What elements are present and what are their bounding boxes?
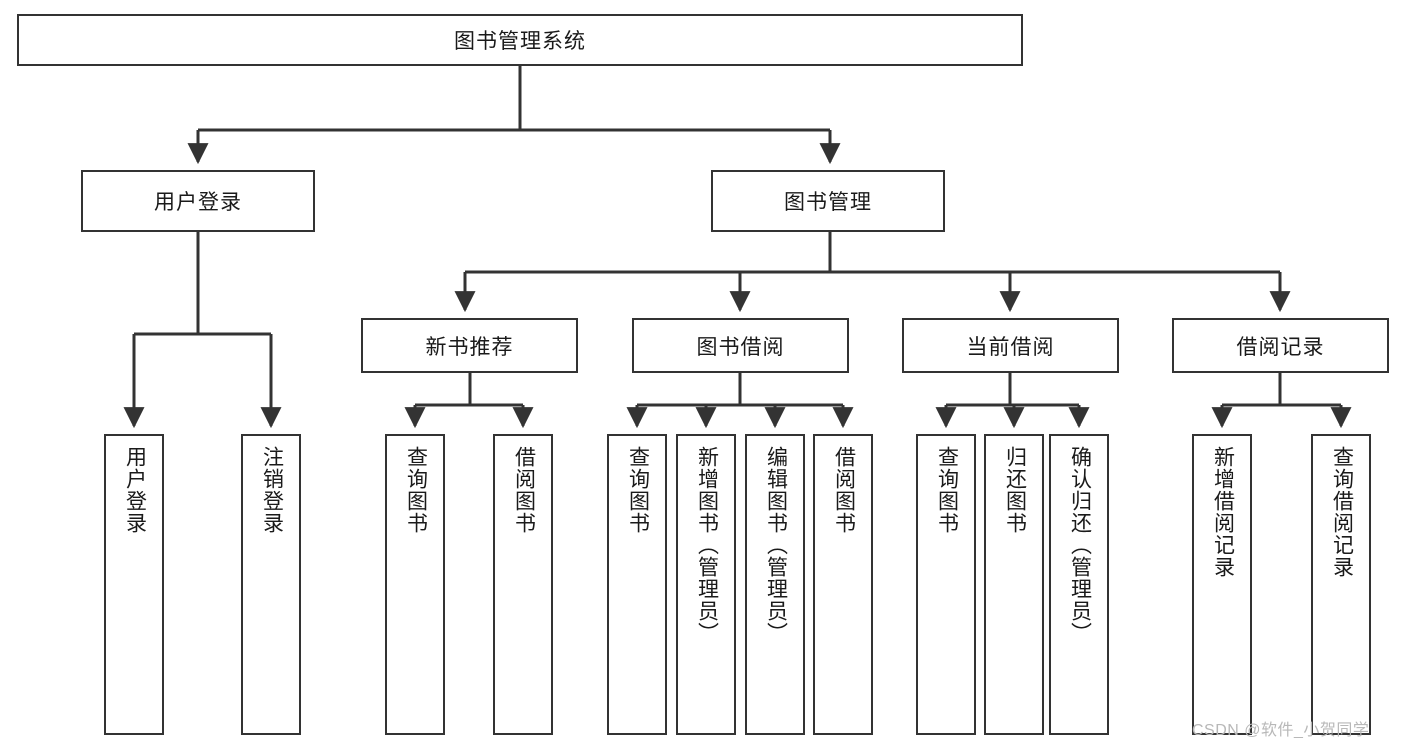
node-book-borrow[interactable]: 图书借阅 xyxy=(632,318,849,373)
node-leaf-query-book-3-label: 查询图书 xyxy=(935,446,959,534)
node-leaf-add-book-admin[interactable]: 新增图书（管理员） xyxy=(676,434,736,735)
node-new-book-recommend-label: 新书推荐 xyxy=(425,335,514,359)
node-root-label: 图书管理系统 xyxy=(454,30,586,53)
node-borrow-record-label: 借阅记录 xyxy=(1236,335,1325,359)
node-leaf-user-login[interactable]: 用户登录 xyxy=(104,434,164,735)
node-leaf-return-book[interactable]: 归还图书 xyxy=(984,434,1044,735)
node-new-book-recommend[interactable]: 新书推荐 xyxy=(361,318,578,373)
node-leaf-query-book-2[interactable]: 查询图书 xyxy=(607,434,667,735)
node-leaf-confirm-return-admin-label: 确认归还（管理员） xyxy=(1068,446,1092,644)
node-current-borrow[interactable]: 当前借阅 xyxy=(902,318,1119,373)
node-book-manage-label: 图书管理 xyxy=(784,191,872,214)
node-leaf-query-borrow-record-label: 查询借阅记录 xyxy=(1330,446,1354,578)
node-borrow-record[interactable]: 借阅记录 xyxy=(1172,318,1389,373)
node-current-borrow-label: 当前借阅 xyxy=(966,335,1055,359)
node-leaf-borrow-book-1[interactable]: 借阅图书 xyxy=(493,434,553,735)
node-user-login-label: 用户登录 xyxy=(154,191,242,214)
node-user-login[interactable]: 用户登录 xyxy=(81,170,315,232)
node-leaf-borrow-book-2-label: 借阅图书 xyxy=(832,446,856,534)
node-leaf-edit-book-admin[interactable]: 编辑图书（管理员） xyxy=(745,434,805,735)
node-leaf-confirm-return-admin[interactable]: 确认归还（管理员） xyxy=(1049,434,1109,735)
node-leaf-add-book-admin-label: 新增图书（管理员） xyxy=(695,446,719,644)
node-leaf-query-book-3[interactable]: 查询图书 xyxy=(916,434,976,735)
node-leaf-borrow-book-2[interactable]: 借阅图书 xyxy=(813,434,873,735)
node-leaf-logout-login-label: 注销登录 xyxy=(260,446,284,534)
node-leaf-user-login-label: 用户登录 xyxy=(123,446,147,534)
node-leaf-query-book-2-label: 查询图书 xyxy=(626,446,650,534)
node-leaf-edit-book-admin-label: 编辑图书（管理员） xyxy=(764,446,788,644)
node-leaf-logout-login[interactable]: 注销登录 xyxy=(241,434,301,735)
node-leaf-query-book-1[interactable]: 查询图书 xyxy=(385,434,445,735)
node-leaf-return-book-label: 归还图书 xyxy=(1003,446,1027,534)
node-leaf-query-borrow-record[interactable]: 查询借阅记录 xyxy=(1311,434,1371,735)
node-leaf-borrow-book-1-label: 借阅图书 xyxy=(512,446,536,534)
node-leaf-add-borrow-record[interactable]: 新增借阅记录 xyxy=(1192,434,1252,735)
node-leaf-add-borrow-record-label: 新增借阅记录 xyxy=(1211,446,1235,578)
node-root[interactable]: 图书管理系统 xyxy=(17,14,1023,66)
node-book-manage[interactable]: 图书管理 xyxy=(711,170,945,232)
node-leaf-query-book-1-label: 查询图书 xyxy=(404,446,428,534)
node-book-borrow-label: 图书借阅 xyxy=(696,335,785,359)
